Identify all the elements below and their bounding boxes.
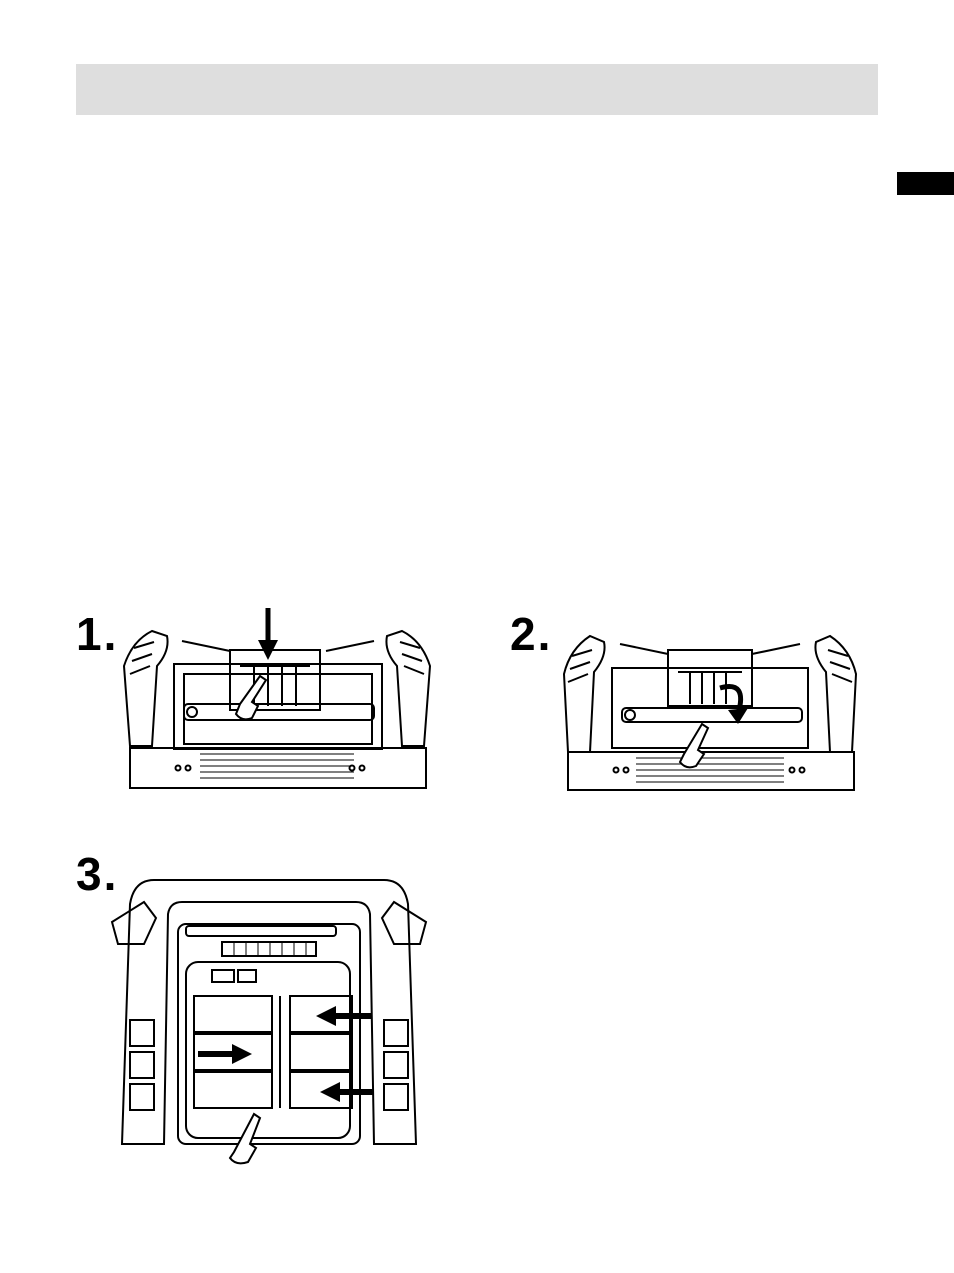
section-header-bar	[76, 64, 878, 115]
step-2-number: 2.	[510, 611, 552, 657]
radio-front-lift-cover-icon	[552, 624, 868, 794]
step-3-figure	[104, 874, 434, 1166]
step-1-figure	[112, 606, 444, 794]
language-tab-marker	[897, 172, 954, 195]
step-2-figure	[552, 624, 868, 794]
radio-front-press-latch-icon	[112, 606, 444, 794]
radio-back-battery-compartment-icon	[104, 874, 434, 1166]
